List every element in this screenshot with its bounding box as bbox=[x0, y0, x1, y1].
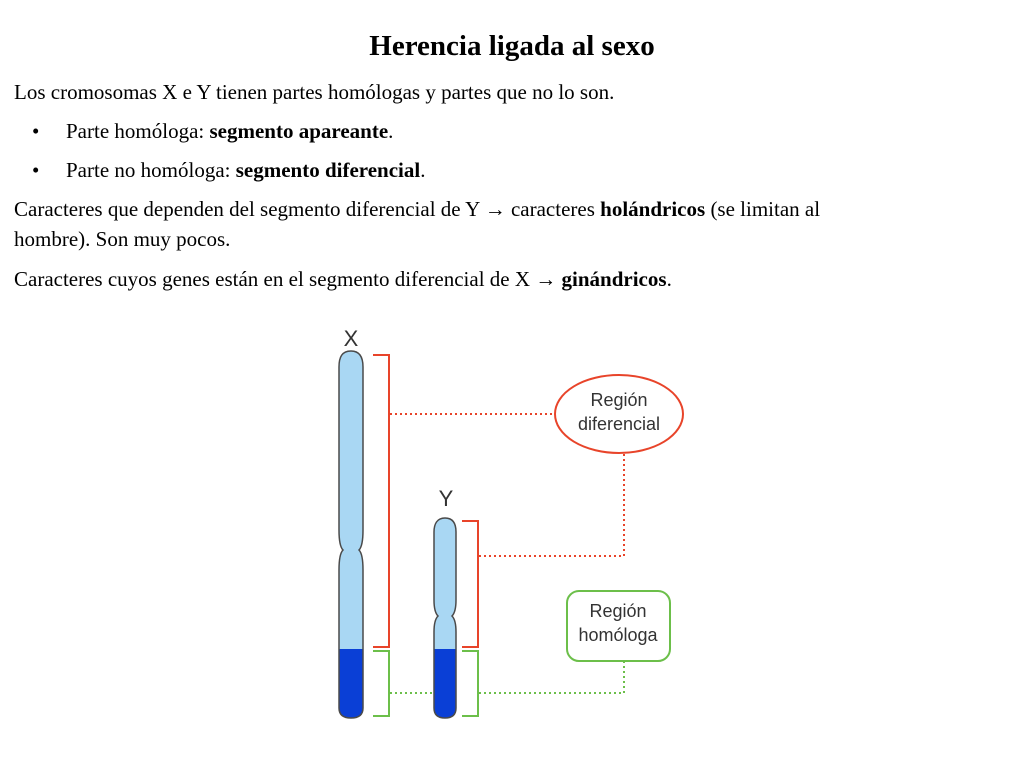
y-chromosome-outline bbox=[433, 517, 457, 719]
bullet-prefix: Parte no homóloga: bbox=[66, 158, 236, 182]
x-chromosome-label: X bbox=[344, 326, 359, 351]
region-differential-line-1: Región bbox=[590, 390, 647, 410]
bullet-dot: • bbox=[32, 158, 40, 182]
holandric-line-1: Caracteres que dependen del segmento dif… bbox=[14, 194, 1014, 224]
holandric-prefix: Caracteres que dependen del segmento dif… bbox=[14, 197, 601, 221]
x-differential-bracket bbox=[373, 354, 390, 648]
homologous-connector-y bbox=[479, 662, 625, 694]
y-chromosome-label: Y bbox=[439, 486, 454, 511]
bullet-prefix: Parte homóloga: bbox=[66, 119, 210, 143]
holandric-paragraph: Caracteres que dependen del segmento dif… bbox=[14, 194, 1014, 254]
x-homologous-segment bbox=[339, 649, 363, 718]
holandric-term: holándricos bbox=[600, 197, 706, 221]
bullet-homologous: • Parte homóloga: segmento apareante. bbox=[32, 116, 992, 146]
ginandric-suffix: . bbox=[666, 267, 672, 291]
ginandric-paragraph: Caracteres cuyos genes están en el segme… bbox=[14, 264, 1014, 294]
bullet-term: segmento apareante bbox=[209, 119, 389, 143]
bullet-suffix: . bbox=[420, 158, 426, 182]
y-differential-segment bbox=[434, 518, 456, 649]
bullet-term: segmento diferencial bbox=[235, 158, 421, 182]
y-homologous-bracket bbox=[462, 650, 479, 717]
bullet-suffix: . bbox=[388, 119, 394, 143]
intro-text: Los cromosomas X e Y tienen partes homól… bbox=[14, 80, 615, 104]
y-homologous-segment bbox=[434, 649, 456, 718]
y-chromosome bbox=[434, 518, 456, 718]
region-homologous-box bbox=[566, 590, 671, 662]
holandric-suffix: (se limitan al bbox=[705, 197, 821, 221]
region-differential-line-2: diferencial bbox=[578, 414, 660, 434]
region-homologous-line-2: homóloga bbox=[578, 625, 658, 645]
ginandric-term: ginándricos bbox=[561, 267, 667, 291]
x-chromosome-outline bbox=[338, 350, 364, 719]
bullet-non-homologous: • Parte no homóloga: segmento diferencial… bbox=[32, 155, 992, 185]
x-homologous-bracket bbox=[373, 650, 390, 717]
region-differential-ellipse bbox=[554, 374, 684, 454]
page-title: Herencia ligada al sexo bbox=[369, 30, 655, 62]
differential-connector-y bbox=[479, 454, 625, 557]
y-differential-bracket bbox=[462, 520, 479, 648]
x-differential-segment bbox=[339, 351, 363, 649]
bullet-dot: • bbox=[32, 119, 40, 143]
x-chromosome bbox=[339, 351, 363, 718]
ginandric-prefix: Caracteres cuyos genes están en el segme… bbox=[14, 267, 562, 291]
holandric-line-2: hombre). Son muy pocos. bbox=[14, 227, 231, 251]
region-homologous-line-1: Región bbox=[589, 601, 646, 621]
